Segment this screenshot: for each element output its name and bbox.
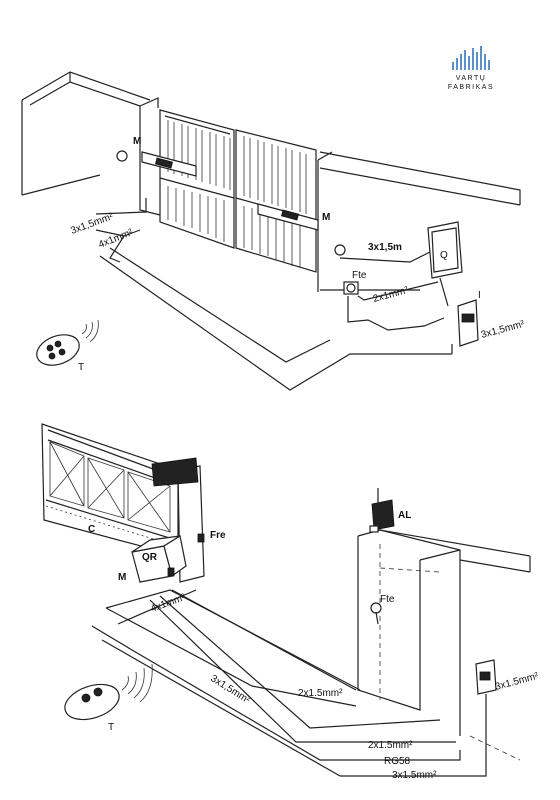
vartu-fabrikas-logo: VARTŲ FABRIKAS xyxy=(448,46,494,91)
label-cable-2x15-a: 2x1.5mm² xyxy=(298,688,343,699)
key-switch xyxy=(457,299,479,347)
bottom-sliding-gate-diagram: QR M C Fre AL Fte 4x1mm² 3x1,5mm² 2x1.5m… xyxy=(41,423,540,781)
sliding-gate-motor xyxy=(131,535,187,583)
label-cable-3x15-right-bottom: 3x1.5mm² xyxy=(494,671,540,693)
control-box-q xyxy=(427,221,463,279)
label-motor-left: M xyxy=(133,136,141,147)
label-receiver: QR xyxy=(142,552,158,563)
label-cable-rg58: RG58 xyxy=(384,756,411,767)
label-photocell-wall: Fte xyxy=(380,594,395,605)
logo-line2: FABRIKAS xyxy=(448,84,494,91)
bottom-remote-control xyxy=(64,663,153,721)
label-control-box: Q xyxy=(440,250,448,261)
photocell-gate xyxy=(197,533,205,543)
label-cable-2x15-b: 2x1.5mm² xyxy=(368,740,413,751)
label-photocell-gate: Fre xyxy=(210,530,226,541)
label-remote-top: T xyxy=(78,362,84,373)
label-rack: C xyxy=(88,524,95,535)
label-photocell-top: Fte xyxy=(352,270,367,281)
top-swing-gate-diagram: M M 3x1,5mm² 4x1mm² 3x1,5m Q Fte 2x1mm² … xyxy=(21,71,526,391)
label-key-switch: I xyxy=(478,290,481,301)
label-cable-3x15-right: 3x1,5mm² xyxy=(480,319,526,341)
photocell-top xyxy=(343,281,359,295)
label-cable-2x1: 2x1mm² xyxy=(372,285,410,305)
label-cable-3x15m: 3x1,5m xyxy=(368,242,402,253)
label-motor-right: M xyxy=(322,212,330,223)
warning-lamp xyxy=(369,488,395,533)
sliding-gate-leaf xyxy=(41,423,179,557)
label-lamp: AL xyxy=(398,510,411,521)
label-remote-bottom: T xyxy=(108,722,114,733)
left-lamp xyxy=(116,150,128,162)
label-cable-3x15-bottom: 3x1.5mm² xyxy=(392,770,437,781)
top-remote-control xyxy=(36,319,99,366)
logo-line1: VARTŲ xyxy=(456,75,487,82)
label-motor-bottom: M xyxy=(118,572,126,583)
label-cable-4x1-bottom: 4x1mm² xyxy=(149,592,187,615)
label-cable-4x1: 4x1mm² xyxy=(97,227,135,251)
right-lamp xyxy=(334,244,346,256)
